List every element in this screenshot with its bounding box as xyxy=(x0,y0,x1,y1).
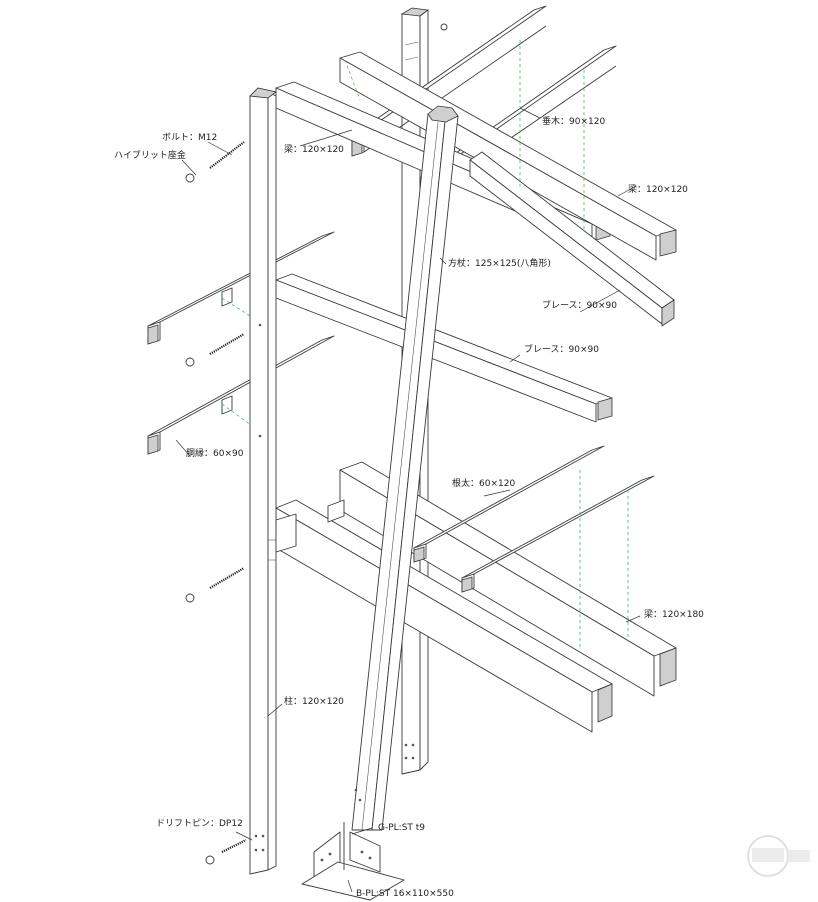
steel-plates xyxy=(301,822,405,901)
bolt-lower xyxy=(209,567,245,589)
label-base-plate: B-PL:ST 16×110×550 xyxy=(356,889,454,899)
washer-pin xyxy=(205,855,215,865)
leader-lines xyxy=(175,107,641,893)
label-beam-right: 梁：120×120 xyxy=(628,183,688,195)
washer-mid xyxy=(185,357,195,367)
label-bolt: ボルト：M12 xyxy=(162,132,217,143)
hidden-lines xyxy=(221,40,629,650)
label-square-member: 方杖：125×125(八角形) xyxy=(448,257,551,269)
bolt-mid xyxy=(209,333,245,355)
joists xyxy=(413,445,655,593)
label-gusset-plate: G-PL:ST t9 xyxy=(378,823,425,833)
washer-top xyxy=(440,23,448,31)
girths xyxy=(147,231,335,455)
label-brace-upper: ブレース：90×90 xyxy=(542,299,617,311)
label-hybrid-hardware: ハイブリット座金 xyxy=(114,149,186,161)
label-beam-lower: 梁：120×180 xyxy=(644,608,704,620)
label-joist: 根太：60×120 xyxy=(452,477,515,489)
front-column xyxy=(249,87,297,875)
labels: ボルト：M12 ハイブリット座金 梁：120×120 垂木：90×120 梁：1… xyxy=(114,115,704,899)
label-rafter: 垂木：90×120 xyxy=(542,115,605,127)
label-drift-pin: ドリフトピン：DP12 xyxy=(156,818,243,829)
octagonal-strut xyxy=(351,105,459,831)
washer-lower xyxy=(185,593,195,603)
label-column: 柱：120×120 xyxy=(284,695,344,707)
drift-pin xyxy=(221,839,247,853)
washer-upper xyxy=(185,173,195,183)
braces xyxy=(275,151,675,423)
label-girth: 胴縁：60×90 xyxy=(186,447,244,459)
label-beam-top: 梁：120×120 xyxy=(284,143,344,155)
bolts xyxy=(185,23,448,865)
watermark-logo xyxy=(747,835,810,877)
bolt-upper xyxy=(209,141,245,169)
label-brace-mid: ブレース：90×90 xyxy=(524,343,599,355)
lower-beam xyxy=(275,461,677,733)
